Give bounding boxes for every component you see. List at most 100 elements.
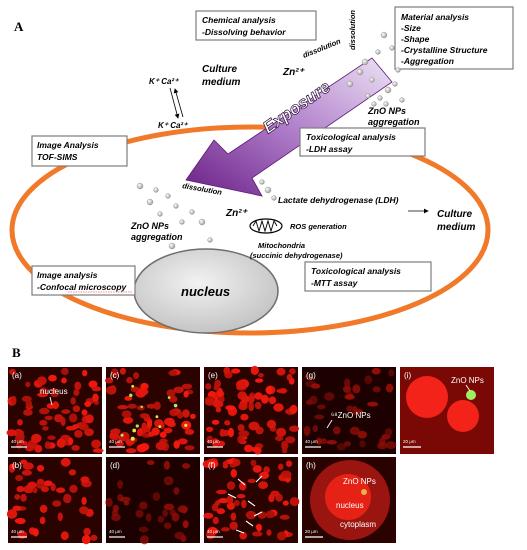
cell-nucleus-spot — [211, 419, 220, 425]
toxicological-mtt-item: -MTT assay — [311, 278, 359, 288]
cell-nucleus-spot — [43, 480, 53, 487]
cell-nucleus-spot — [367, 401, 379, 407]
micrograph-e-scale: 40 μm — [207, 439, 220, 444]
cell-nucleus-spot — [265, 510, 275, 519]
cell-nucleus-spot — [223, 366, 231, 375]
cell-nucleus-spot — [16, 485, 25, 493]
micrograph-i-annotation: ZnO NPs — [451, 376, 484, 385]
cell-nucleus-spot — [212, 438, 219, 448]
cell-nucleus-spot — [248, 421, 260, 431]
nanoparticle-spot — [132, 428, 137, 433]
cell-nucleus-spot — [258, 481, 268, 489]
cell-nucleus-spot — [228, 427, 234, 438]
cell-nucleus-spot — [216, 489, 227, 495]
chemical-analysis-item: -Dissolving behavior — [202, 27, 286, 37]
cell-nucleus-spot — [126, 376, 133, 384]
cell-nucleus-spot — [213, 384, 219, 391]
cell-nucleus-spot — [352, 384, 361, 394]
image-analysis-tof-box: Image Analysis TOF-SIMS — [31, 135, 128, 167]
cell-nucleus-spot — [6, 429, 17, 437]
micrograph-a-scale: 40 μm — [11, 439, 24, 444]
cell-nucleus-spot — [20, 459, 28, 465]
image-analysis-confocal-box: Image analysis -Confocal microscopy — [31, 265, 136, 296]
cell-nucleus-spot — [130, 386, 140, 393]
cell-nucleus-spot — [69, 484, 78, 493]
cell-nucleus-spot — [289, 425, 299, 432]
cell-nucleus-spot — [163, 522, 172, 529]
cell-nucleus-spot — [218, 498, 229, 504]
nanoparticle-dot — [356, 68, 364, 76]
cell-nucleus-spot — [250, 459, 257, 467]
cell-nucleus-spot — [273, 403, 284, 412]
ion-arrow-in — [169, 87, 180, 119]
cell-nucleus-spot — [91, 386, 102, 392]
cell-nucleus-spot — [289, 404, 298, 414]
nanoparticle-dot — [395, 67, 401, 73]
cell-nucleus-spot — [39, 387, 48, 396]
cell-nucleus-spot — [72, 405, 81, 413]
nucleus-label: nucleus — [181, 284, 230, 299]
cell-nucleus-spot — [146, 460, 155, 466]
cell-nucleus-spot — [288, 368, 296, 375]
cell-nucleus-spot — [68, 469, 77, 476]
cell-nucleus-spot — [217, 387, 223, 398]
zno-aggregation-inner-line2: aggregation — [131, 232, 183, 242]
cell-nucleus-spot — [317, 404, 326, 410]
cell-nucleus-spot — [109, 433, 121, 441]
zno-aggregation-inner-line1: ZnO NPs — [130, 221, 169, 231]
cell-nucleus-spot — [184, 445, 195, 451]
nanoparticle-dot — [380, 31, 388, 39]
nanoparticle-dot — [389, 45, 395, 51]
cell-nucleus-spot — [25, 381, 31, 388]
cell-nucleus-spot — [105, 497, 113, 507]
cell-nucleus-spot — [184, 429, 195, 435]
cell-nucleus-spot — [237, 424, 245, 432]
culture-medium-right-line1: Culture — [437, 209, 472, 220]
nanoparticle-spot — [155, 415, 159, 419]
ros-label: ROS generation — [290, 222, 347, 231]
cell-nucleus-spot — [233, 500, 240, 507]
cell-nucleus-spot — [177, 438, 188, 445]
nanoparticle-spot — [130, 436, 135, 441]
cell-nucleus-spot — [222, 463, 229, 469]
cell-nucleus-spot — [282, 500, 289, 506]
cell-nucleus-spot — [145, 513, 152, 522]
micrograph-g: (g) ⁶⁸ZnO NPs 40 μm — [302, 367, 397, 454]
image-analysis-confocal-title: Image analysis — [37, 270, 98, 280]
cell-nucleus-spot — [9, 368, 16, 375]
cell-nucleus-spot — [352, 405, 358, 416]
cell-nucleus-spot — [212, 400, 224, 408]
cell-nucleus-spot — [20, 493, 27, 502]
cell-nucleus-spot — [40, 486, 49, 493]
cell-nucleus-spot — [36, 464, 45, 472]
cell-nucleus-spot — [119, 367, 126, 375]
cell-nucleus-spot — [57, 512, 63, 521]
cell-nucleus-spot — [135, 509, 144, 518]
cell-nucleus-spot — [248, 401, 254, 412]
cell-nucleus-spot — [276, 427, 287, 437]
cell-nucleus-spot — [60, 531, 69, 541]
cell-nucleus-spot — [163, 460, 170, 470]
micrograph-d: (d) 40 μm — [105, 457, 200, 545]
chemical-analysis-box: Chemical analysis -Dissolving behavior — [195, 10, 317, 41]
micrograph-h-scale: 20 μm — [305, 529, 318, 534]
nanoparticle-dots — [136, 31, 405, 250]
cell-nucleus-spot — [91, 439, 102, 449]
cell-nucleus-spot — [206, 435, 214, 444]
nanoparticle-dot — [371, 101, 377, 107]
nanoparticle-spot — [167, 396, 171, 399]
cell-nucleus-spot — [105, 377, 114, 384]
cell-nucleus-spot — [17, 419, 23, 426]
material-analysis-title: Material analysis — [401, 12, 469, 22]
cell-nucleus-spot — [14, 518, 26, 524]
cell-nucleus-spot — [310, 383, 321, 389]
cell-nucleus-spot — [220, 527, 230, 532]
cell-nucleus-spot — [39, 419, 48, 426]
cell-nucleus-spot — [90, 534, 98, 541]
cell-nucleus-spot — [37, 376, 47, 386]
panel-b: B (a) nucleus 40 μm (b) 40 μm (c) 40 μm — [6, 345, 494, 545]
cell-nucleus-spot — [385, 383, 394, 393]
micrograph-h-id: (h) — [306, 461, 316, 470]
cell-nucleus-spot — [32, 487, 38, 494]
panel-b-label: B — [12, 345, 21, 360]
